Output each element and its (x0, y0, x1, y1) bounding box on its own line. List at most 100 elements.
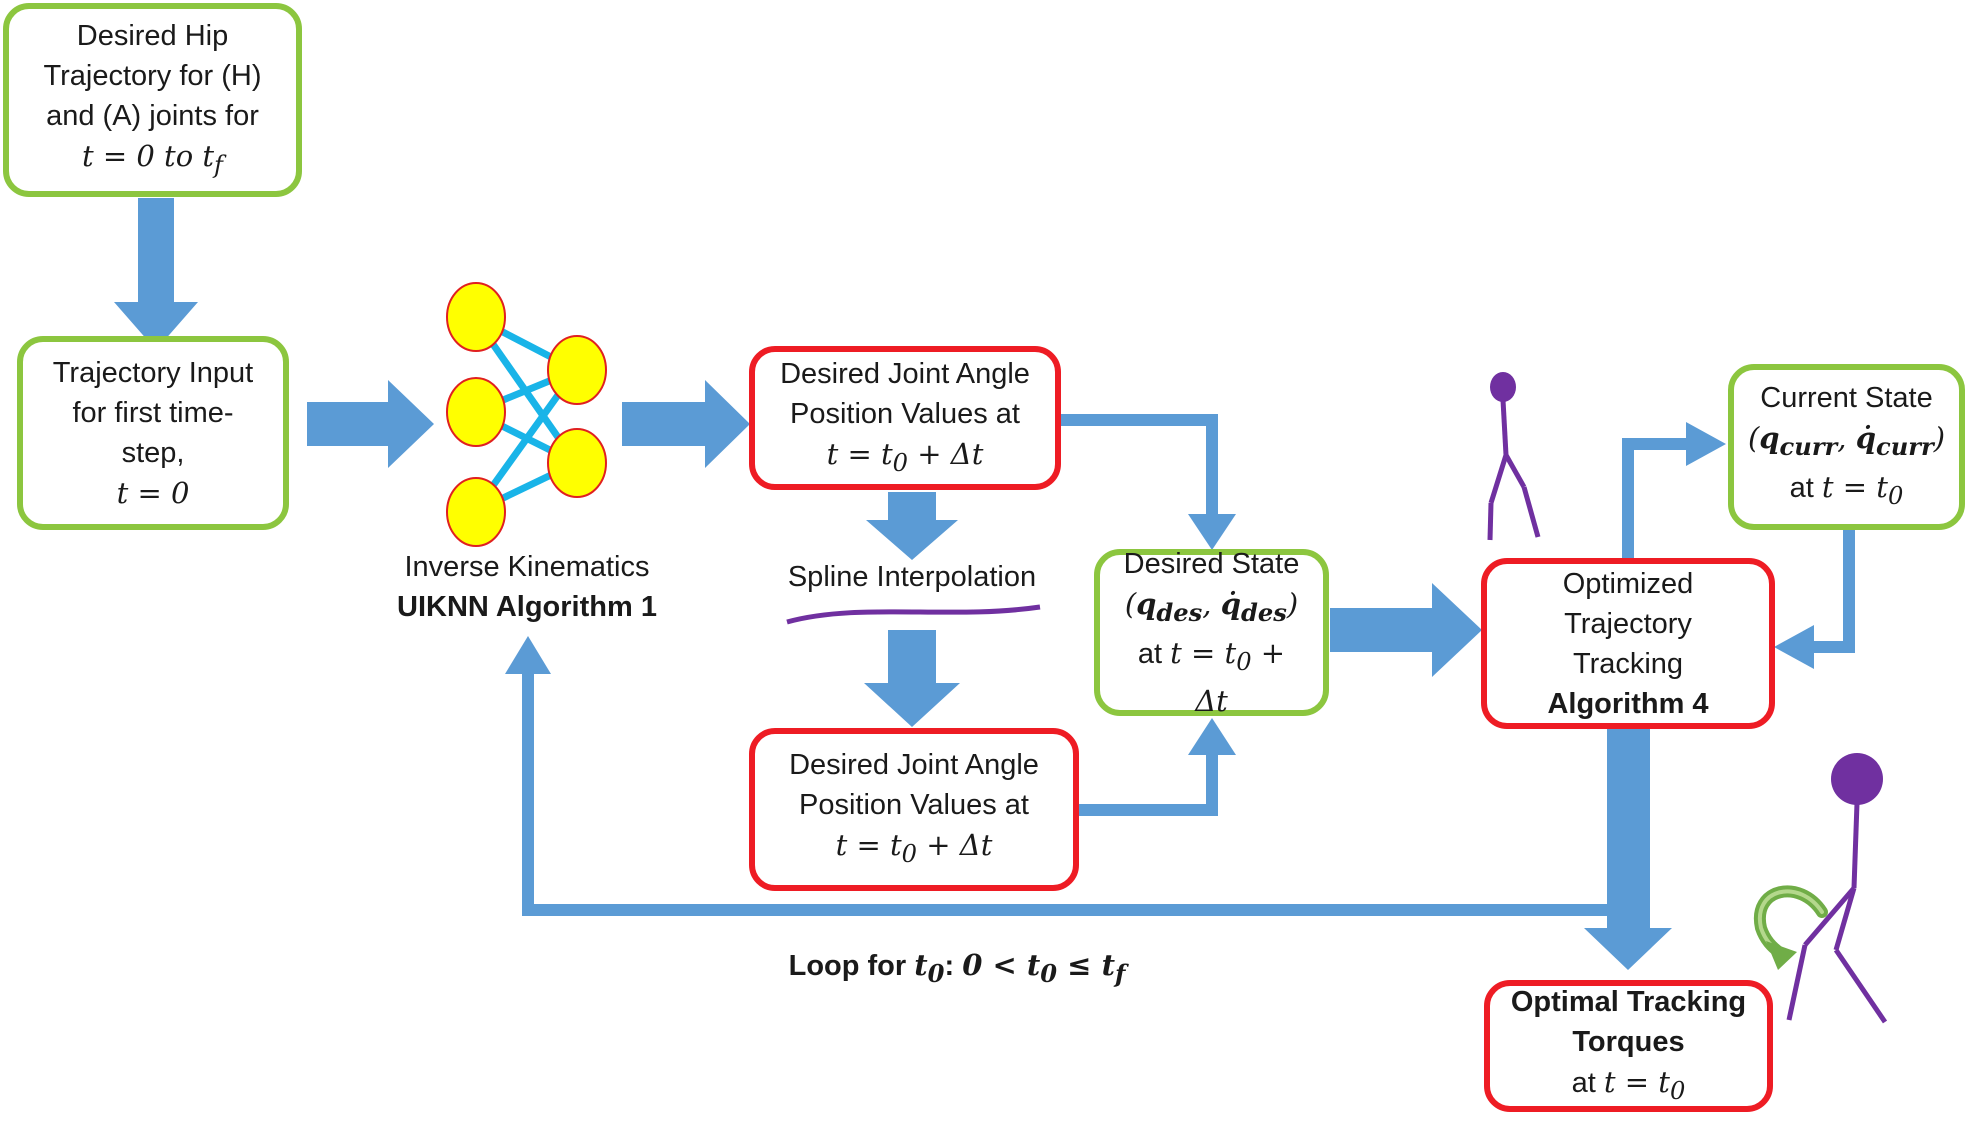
nn-node (547, 428, 607, 498)
at-text: at (1137, 637, 1171, 670)
loop-t: t (914, 948, 928, 982)
desired-state-line4: Δt (1195, 684, 1228, 719)
desired-hip-line3: and (A) joints for (46, 99, 259, 132)
trajectory-input-line3: step, (121, 437, 185, 469)
optimized-tracking-box: Optimized Trajectory Tracking Algorithm … (1481, 558, 1775, 729)
joint-top-line1: Desired Joint Angle (780, 357, 1030, 390)
desired-hip-line2: Trajectory for (H) (43, 59, 262, 92)
arrowhead-current (1686, 422, 1726, 466)
trajectory-input-line1: Trajectory Input (52, 357, 254, 389)
torques-line1: Optimal Tracking (1510, 985, 1747, 1018)
joint-bottom-delta: + Δt (917, 828, 993, 863)
paren-open: ( (1747, 421, 1760, 456)
optimized-line2: Trajectory (1564, 607, 1692, 640)
optimal-torques-box: Optimal Tracking Torques at t = t0 (1484, 980, 1773, 1112)
paren-close: ) (1933, 421, 1946, 456)
arrow-input-to-network (307, 380, 434, 468)
arrow-spline-to-joint (864, 630, 960, 727)
current-state-line2: (qcurr, q̇curr) (1748, 418, 1945, 467)
inverse-kinematics-label: Inverse Kinematics UIKNN Algorithm 1 (377, 547, 677, 627)
desired-state-time: t = t (1170, 635, 1237, 670)
torques-time: t = t (1603, 1064, 1670, 1099)
paren-open: ( (1124, 586, 1137, 621)
joint-angle-bottom-box: Desired Joint Angle Position Values at t… (749, 728, 1079, 891)
loop-connector (522, 672, 1607, 916)
arrowhead-state-bottom (1188, 718, 1236, 755)
torques-line2: Torques (1572, 1025, 1685, 1058)
qdot-curr: q̇ (1855, 421, 1876, 456)
loop-zero: 0 < (962, 948, 1027, 982)
q-des: q (1136, 586, 1157, 621)
trajectory-input-line4: t = 0 (116, 476, 190, 510)
loop-t2: t (1026, 948, 1041, 982)
joint-bottom-line2: Position Values at (799, 789, 1029, 822)
qdot-curr-sub: curr (1876, 432, 1934, 461)
connector-joint-bottom-to-state (1076, 750, 1218, 816)
current-state-time-sub: 0 (1887, 481, 1904, 510)
current-state-line1: Current State (1760, 382, 1933, 415)
comma: , (1837, 421, 1856, 456)
torques-time-sub: 0 (1669, 1076, 1686, 1105)
joint-bottom-time-sub: 0 (901, 839, 918, 868)
joint-top-time: t = t (826, 436, 893, 471)
desired-hip-line1: Desired Hip (76, 19, 229, 52)
nn-node (547, 335, 607, 405)
loop-tf: t (1101, 948, 1115, 982)
spline-interpolation-label: Spline Interpolation (772, 557, 1052, 597)
loop-text: Loop for (788, 950, 915, 982)
torques-line3: at t = t0 (1572, 1062, 1686, 1111)
loop-colon: : (944, 950, 963, 982)
current-state-time: t = t (1821, 470, 1888, 504)
arrow-joint-to-spline (866, 492, 958, 560)
connector-current-to-optimized (1810, 528, 1855, 653)
optimized-line1: Optimized (1562, 567, 1694, 600)
desired-state-box: Desired State (qdes, q̇des) at t = t0 + … (1094, 548, 1329, 718)
arrow-hip-to-input (114, 198, 198, 350)
stick-figure-large-icon (1786, 753, 1888, 1024)
joint-bottom-line1: Desired Joint Angle (789, 749, 1039, 782)
q-curr: q (1759, 421, 1780, 456)
desired-state-line1: Desired State (1123, 547, 1300, 580)
connector-joint-top-to-state (1056, 414, 1218, 520)
joint-top-delta: + Δt (908, 436, 984, 471)
joint-top-time-sub: 0 (892, 448, 909, 477)
desired-hip-line4: t = 0 to tf (82, 136, 223, 185)
loop-label: Loop for t0: 0 < t0 ≤ tf (782, 945, 1132, 994)
arrow-optimized-to-torques (1584, 728, 1672, 970)
joint-bottom-line3: t = t0 + Δt (836, 825, 993, 874)
neural-network-icon (446, 282, 607, 547)
arrow-network-to-joint (622, 380, 750, 468)
paren-close: ) (1286, 586, 1299, 621)
arrow-state-to-optimized (1330, 583, 1482, 677)
spline-text: Spline Interpolation (787, 561, 1037, 593)
trajectory-input-box: Trajectory Input for first time- step, t… (17, 336, 289, 530)
loop-le: ≤ (1057, 948, 1102, 982)
loop-tf-sub: f (1114, 958, 1126, 988)
arrowhead-state-top (1188, 514, 1236, 550)
comma: , (1202, 586, 1221, 621)
optimized-line3: Tracking (1572, 647, 1684, 680)
at-text: at (1571, 1066, 1604, 1099)
optimized-line4: Algorithm 4 (1547, 687, 1709, 720)
joint-bottom-time: t = t (835, 828, 902, 863)
joint-top-line2: Position Values at (790, 397, 1020, 430)
loop-t-sub: 0 (927, 958, 945, 988)
stick-figure-small-icon (1487, 372, 1541, 541)
joint-angle-top-box: Desired Joint Angle Position Values at t… (749, 346, 1061, 490)
q-curr-sub: curr (1779, 432, 1838, 461)
desired-state-time-sub: 0 (1236, 647, 1252, 676)
rotation-arrow-icon (1753, 885, 1828, 970)
arrowhead-optimized (1774, 625, 1814, 669)
trajectory-input-line2: for first time- (72, 397, 234, 429)
nn-node (446, 282, 506, 352)
q-des-sub: des (1156, 597, 1203, 627)
desired-state-line2: (qdes, q̇des) (1125, 584, 1298, 633)
qdot-des: q̇ (1220, 586, 1241, 621)
current-state-line3: at t = t0 (1790, 467, 1904, 516)
ik-line2: UIKNN Algorithm 1 (397, 591, 657, 623)
current-state-box: Current State (qcurr, q̇curr) at t = t0 (1728, 364, 1965, 530)
at-text: at (1789, 472, 1822, 504)
nn-node (446, 477, 506, 547)
